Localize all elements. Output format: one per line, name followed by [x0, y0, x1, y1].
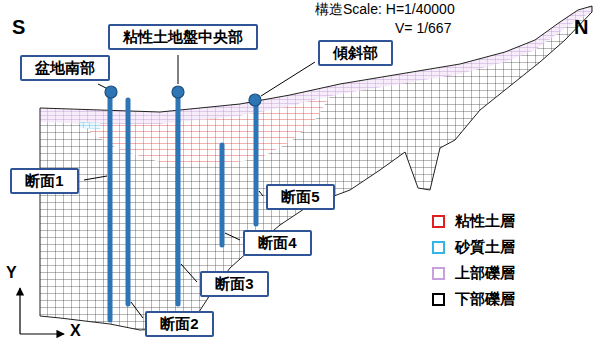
- section-label: 断面4: [243, 230, 312, 256]
- box-text: 断面3: [215, 275, 253, 293]
- axis-label: X: [70, 322, 81, 340]
- axis-arrows: [20, 288, 64, 334]
- box-text: 傾斜部: [333, 44, 378, 62]
- legend: 粘性土層砂質土層上部礫層下部礫層: [432, 208, 515, 312]
- legend-text: 砂質土層: [455, 238, 515, 257]
- legend-swatch: [432, 267, 445, 280]
- mesh-outline: [40, 6, 592, 330]
- legend-swatch: [432, 241, 445, 254]
- direction-label: S: [12, 16, 25, 39]
- axis-label: Y: [6, 264, 17, 282]
- legend-swatch: [432, 293, 445, 306]
- legend-text: 上部礫層: [455, 264, 515, 283]
- legend-text: 下部礫層: [455, 290, 515, 309]
- box-text: 断面5: [281, 188, 319, 206]
- lower-gravel-mesh: [40, 6, 592, 330]
- box-text: 断面4: [258, 234, 296, 252]
- scale-note: V= 1/667: [395, 20, 451, 36]
- legend-row: 砂質土層: [432, 234, 515, 260]
- box-text: 断面2: [160, 315, 198, 333]
- observation-dots: [105, 86, 261, 106]
- location-label: 盆地南部: [20, 55, 110, 81]
- legend-row: 下部礫層: [432, 286, 515, 312]
- section-label: 断面3: [200, 271, 269, 297]
- section-rods: [110, 95, 256, 320]
- section-label: 断面1: [10, 168, 79, 194]
- box-text: 断面1: [25, 172, 63, 190]
- location-label: 傾斜部: [318, 40, 393, 66]
- section-label: 断面2: [145, 311, 214, 337]
- scale-note: 構造Scale: H=1/40000: [315, 1, 455, 17]
- legend-row: 粘性土層: [432, 208, 515, 234]
- direction-label: N: [574, 16, 588, 39]
- box-text: 粘性土地盤中央部: [123, 28, 243, 46]
- section-label: 断面5: [266, 184, 335, 210]
- box-text: 盆地南部: [35, 59, 95, 77]
- sand-layer: [80, 122, 100, 129]
- legend-row: 上部礫層: [432, 260, 515, 286]
- location-label: 粘性土地盤中央部: [108, 24, 258, 50]
- legend-swatch: [432, 215, 445, 228]
- legend-text: 粘性土層: [455, 212, 515, 231]
